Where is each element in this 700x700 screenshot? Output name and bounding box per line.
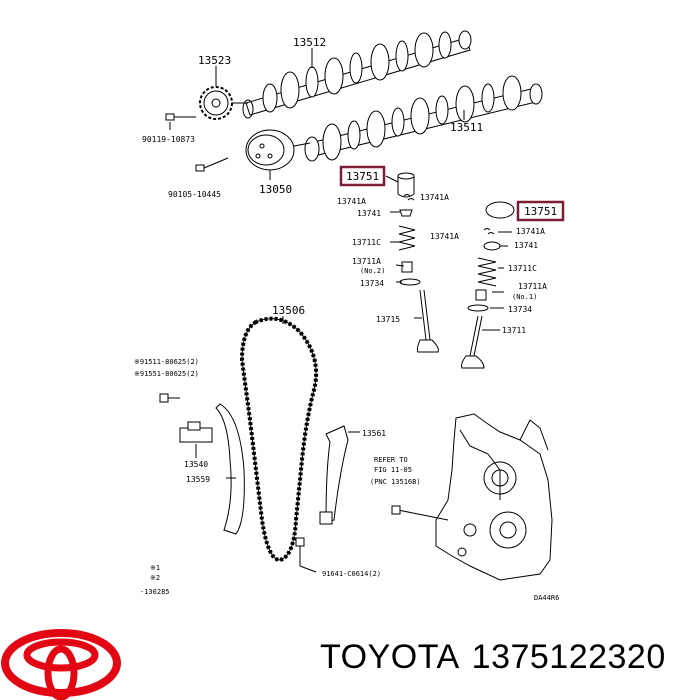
highlight-box-13751-right: [516, 200, 565, 222]
label-13711a-2-sub: (No.1): [512, 293, 537, 301]
label-13741a-4: 13741A: [516, 227, 545, 236]
valve-group-a: [385, 172, 439, 353]
tensioner-13540: [159, 393, 213, 458]
label-13506: 13506: [272, 304, 305, 317]
part-number: 1375122320: [471, 638, 666, 676]
label-13561: 13561: [362, 429, 386, 438]
label-13523: 13523: [198, 54, 231, 67]
part-labels: 13523 13512 90119-10873 13511 90105-1044…: [134, 36, 559, 602]
camshaft-13511: [304, 75, 543, 162]
label-13741a-1: 13741A: [337, 197, 366, 206]
bolt-90105: [195, 157, 229, 172]
label-13559: 13559: [186, 475, 210, 484]
timing-chain-13506: [239, 316, 319, 563]
note-1: ※1: [150, 564, 160, 572]
label-13711: 13711: [502, 326, 526, 335]
label-13751-right: 13751: [524, 205, 557, 218]
label-91511: ※91511-80625(2): [134, 358, 199, 366]
label-13711c-2: 13711C: [508, 264, 537, 273]
label-90119: 90119-10873: [142, 135, 195, 144]
label-91641: 91641-C0614(2): [322, 570, 381, 578]
highlight-box-13751-left: [339, 165, 386, 187]
label-13511: 13511: [450, 121, 483, 134]
label-13751-left: 13751: [346, 170, 379, 183]
label-13734-2: 13734: [508, 305, 532, 314]
diagram-code: DA44R6: [534, 594, 559, 602]
label-13715: 13715: [376, 315, 400, 324]
label-91551: ※91551-80625(2): [134, 370, 199, 378]
label-13734-1: 13734: [360, 279, 384, 288]
label-13741-2: 13741: [514, 241, 538, 250]
label-13741a-3: 13741A: [430, 232, 459, 241]
engine-block: [391, 413, 553, 581]
vvt-gear-13050: [245, 129, 311, 171]
brand-name: TOYOTA: [320, 638, 460, 676]
slipper-13559: [215, 403, 245, 535]
bolt-91641: [295, 537, 317, 573]
label-130285: -130285: [140, 588, 170, 596]
label-13540: 13540: [184, 460, 208, 469]
label-13741-1: 13741: [357, 209, 381, 218]
bolt-90119: [165, 113, 196, 121]
valve-group-b: [461, 201, 515, 369]
guide-13561: [319, 425, 360, 525]
sprocket-13523: [199, 86, 248, 120]
label-13711a-1-sub: (No.2): [360, 267, 385, 275]
camshaft-13512: [242, 30, 472, 119]
label-13711a-2: 13711A: [518, 282, 547, 291]
label-refer-2: FIG 11-05: [374, 466, 412, 474]
label-90105: 90105-10445: [168, 190, 221, 199]
toyota-logo: [1, 629, 121, 700]
label-13050: 13050: [259, 183, 292, 196]
label-13711a-1: 13711A: [352, 257, 381, 266]
footer-brand-line: TOYOTA 1375122320: [320, 638, 678, 677]
label-13711c-1: 13711C: [352, 238, 381, 247]
label-refer-1: REFER TO: [374, 456, 408, 464]
label-13512: 13512: [293, 36, 326, 49]
label-13741a-2: 13741A: [420, 193, 449, 202]
label-refer-3: (PNC 13516B): [370, 478, 421, 486]
note-2: ※2: [150, 574, 160, 582]
